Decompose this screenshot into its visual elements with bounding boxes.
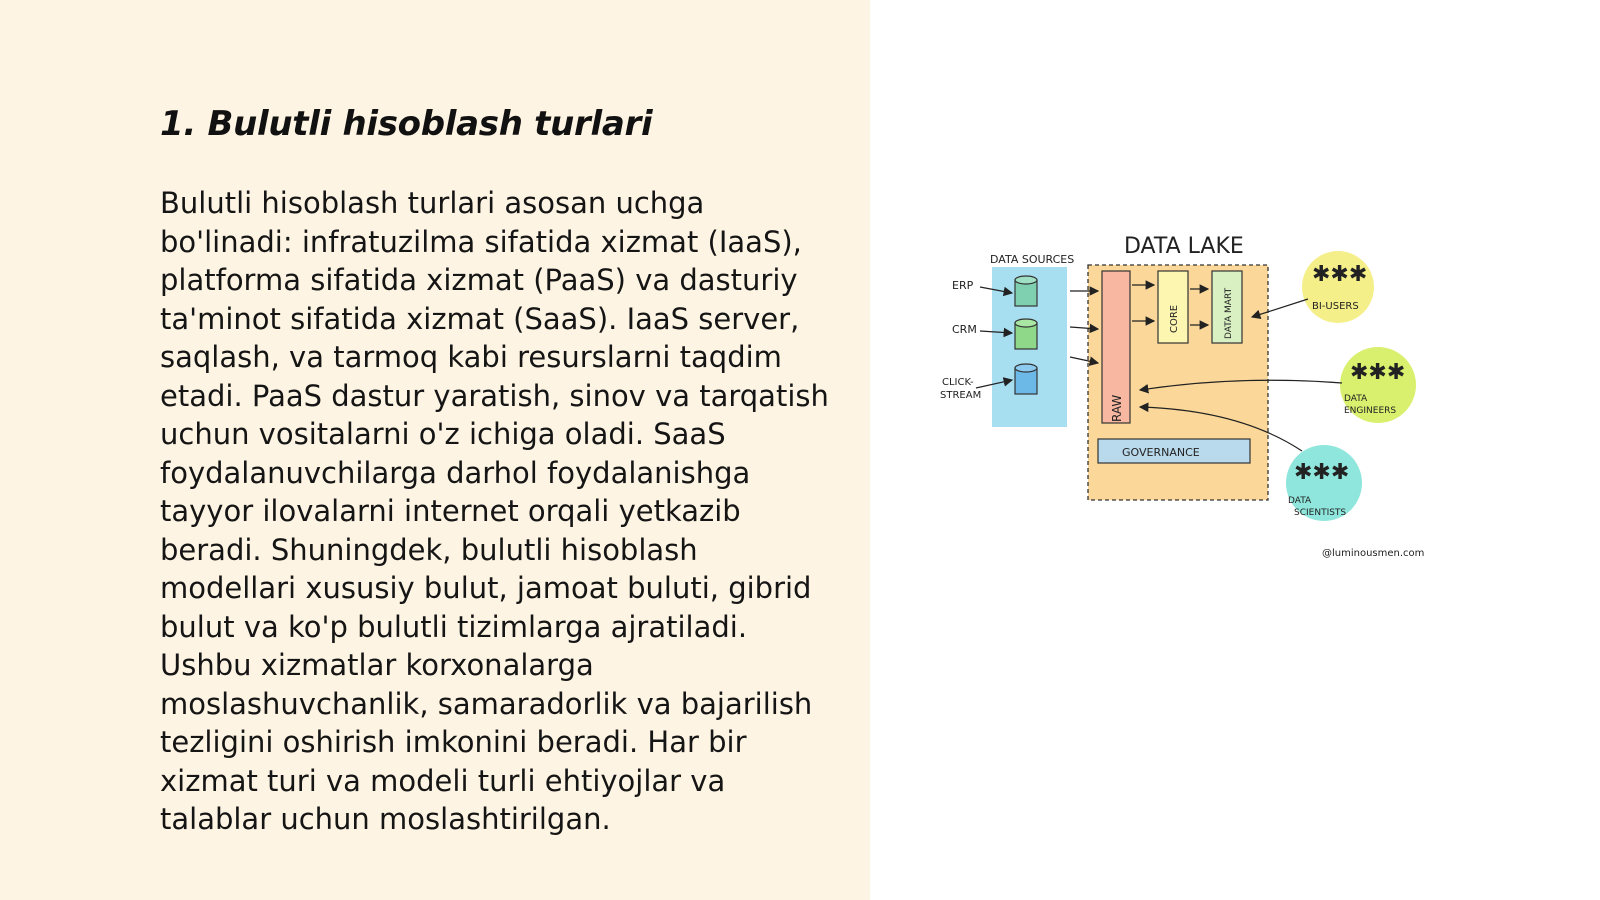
data-sources-label: DATA SOURCES: [990, 253, 1074, 266]
governance-label: GOVERNANCE: [1122, 446, 1200, 459]
data-engineers-blob: [1340, 347, 1416, 423]
data-mart-zone-label: DATA MART: [1224, 287, 1234, 339]
body-line: foydalanuvchilarga darhol foydalanishga: [160, 455, 751, 490]
data-scientists-label: DATA: [1288, 496, 1312, 506]
arrow: [1138, 379, 1343, 394]
raw-zone-label: RAW: [1110, 395, 1124, 422]
arrow: [979, 327, 1014, 338]
body-line: beradi. Shuningdek, bulutli hisoblash: [160, 532, 698, 567]
data-mart-zone: [1211, 270, 1243, 344]
body-line: tezligini oshirish imkonini beradi. Har …: [160, 725, 747, 759]
people-icon: ✱✱✱: [1294, 460, 1349, 485]
people-icon: ✱✱✱: [1350, 360, 1405, 385]
source-clickstream-label-2: STREAM: [940, 390, 981, 401]
arrow: [1138, 402, 1303, 452]
arrow: [979, 286, 1014, 297]
database-icon: [1014, 275, 1038, 307]
body-line: xizmat turi va modeli turli ehtiyojlar v…: [160, 763, 726, 798]
people-icon: ✱✱✱: [1312, 262, 1367, 287]
governance-bar: [1097, 438, 1251, 464]
data-scientists-label-2: SCIENTISTS: [1294, 508, 1346, 518]
data-scientists-blob: [1286, 445, 1362, 521]
core-zone: [1157, 270, 1189, 344]
body-line: bo'linadi: infratuzilma sifatida xizmat …: [160, 224, 802, 259]
body-line: talablar uchun moslashtirilgan.: [160, 802, 611, 836]
arrow: [1069, 323, 1100, 334]
body-line: Bulutli hisoblash turlari asosan uchga: [160, 186, 705, 220]
body-line: bulut va ko'p bulutli tizimlarga ajratil…: [160, 609, 748, 644]
data-engineers-label-2: ENGINEERS: [1344, 406, 1396, 416]
raw-zone: [1101, 270, 1131, 424]
body-line: platforma sifatida xizmat (PaaS) va dast…: [160, 263, 798, 297]
data-lake-diagram: DATA SOURCES ERP CRM CLICK- STREAM DATA …: [940, 234, 1424, 559]
bi-users-blob: [1302, 251, 1374, 323]
credit-label: @luminousmen.com: [1322, 548, 1424, 559]
arrow: [1250, 298, 1309, 319]
database-icon: [1014, 318, 1038, 350]
body-line: saqlash, va tarmoq kabi resurslarni taqd…: [160, 340, 782, 374]
text-panel: [0, 0, 870, 900]
body-line: moslashuvchanlik, samaradorlik va bajari…: [160, 686, 813, 721]
body-line: ta'minot sifatida xizmat (SaaS). IaaS se…: [160, 301, 800, 336]
database-icon: [1014, 363, 1038, 395]
arrow: [1069, 356, 1100, 366]
source-clickstream-label: CLICK-: [942, 377, 974, 388]
data-engineers-label: DATA: [1344, 394, 1368, 404]
body-line: tayyor ilovalarni internet orqali yetkaz…: [160, 494, 741, 528]
body-line: Ushbu xizmatlar korxonalarga: [160, 648, 594, 682]
data-lake-title: DATA LAKE: [1124, 234, 1244, 259]
core-zone-label: CORE: [1169, 305, 1180, 333]
body-line: etadi. PaaS dastur yaratish, sinov va ta…: [160, 378, 829, 413]
body-line: uchun vositalarni o'z ichiga oladi. SaaS: [160, 417, 726, 451]
source-erp-label: ERP: [952, 279, 974, 292]
arrow: [975, 377, 1014, 389]
slide-body-text: Bulutli hisoblash turlari asosan uchga b…: [160, 184, 850, 839]
body-line: modellari xususiy bulut, jamoat buluti, …: [160, 571, 812, 605]
bi-users-label: BI-USERS: [1312, 301, 1359, 312]
slide-title: 1. Bulutli hisoblash turlari: [160, 104, 653, 144]
source-crm-label: CRM: [952, 323, 977, 336]
